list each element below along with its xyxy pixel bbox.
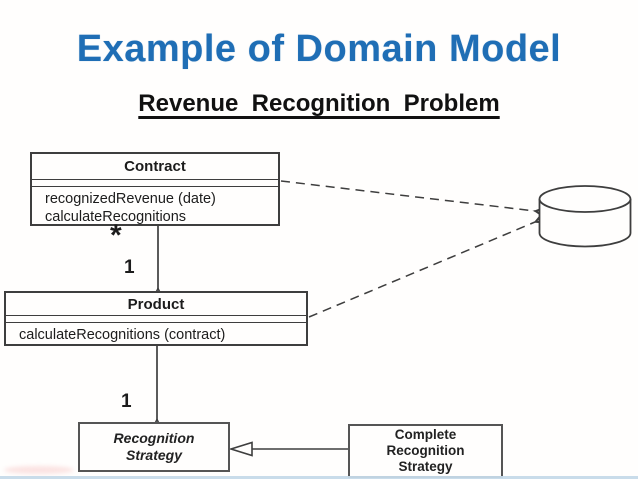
scan-artifact-smudge: [4, 466, 74, 474]
dependency-product-datastore: [308, 222, 535, 318]
class-name-contract: Contract: [32, 154, 278, 180]
slide-bottom-edge: [0, 476, 638, 479]
class-name-line: Strategy: [398, 459, 453, 474]
class-attributes-contract: recognizedRevenue (date) calculateRecogn…: [32, 187, 278, 226]
multiplicity-product-end: 1: [124, 257, 135, 278]
class-attribute: recognizedRevenue (date): [45, 191, 216, 207]
uml-class-recognition-strategy: Recognition Strategy: [78, 422, 230, 472]
class-attributes-product: calculateRecognitions (contract): [6, 323, 306, 345]
class-name-line: Complete: [394, 427, 457, 442]
slide-title: Example of Domain Model: [76, 28, 562, 70]
slide-subtitle: Revenue Recognition Problem: [138, 90, 500, 117]
generalization-triangle-icon: [228, 441, 253, 457]
class-name-line: Strategy: [125, 447, 183, 463]
uml-class-product: Product calculateRecognitions (contract): [4, 291, 308, 346]
multiplicity-strategy-end: 1: [121, 391, 132, 412]
dependency-contract-datastore: [280, 180, 535, 211]
multiplicity-contract-end: *: [110, 219, 122, 252]
uml-class-complete-recognition-strategy: Complete Recognition Strategy: [348, 424, 503, 478]
class-attribute: calculateRecognitions: [45, 209, 187, 225]
class-name-line: Recognition: [113, 430, 195, 446]
class-empty-compartment: [6, 316, 306, 323]
uml-class-contract: Contract recognizedRevenue (date) calcul…: [30, 152, 280, 226]
class-name-product: Product: [6, 293, 306, 316]
database-cylinder-icon: [538, 185, 632, 248]
class-name-line: Recognition: [386, 443, 465, 458]
class-empty-compartment: [32, 180, 278, 187]
class-attribute: calculateRecognitions (contract): [19, 327, 226, 343]
